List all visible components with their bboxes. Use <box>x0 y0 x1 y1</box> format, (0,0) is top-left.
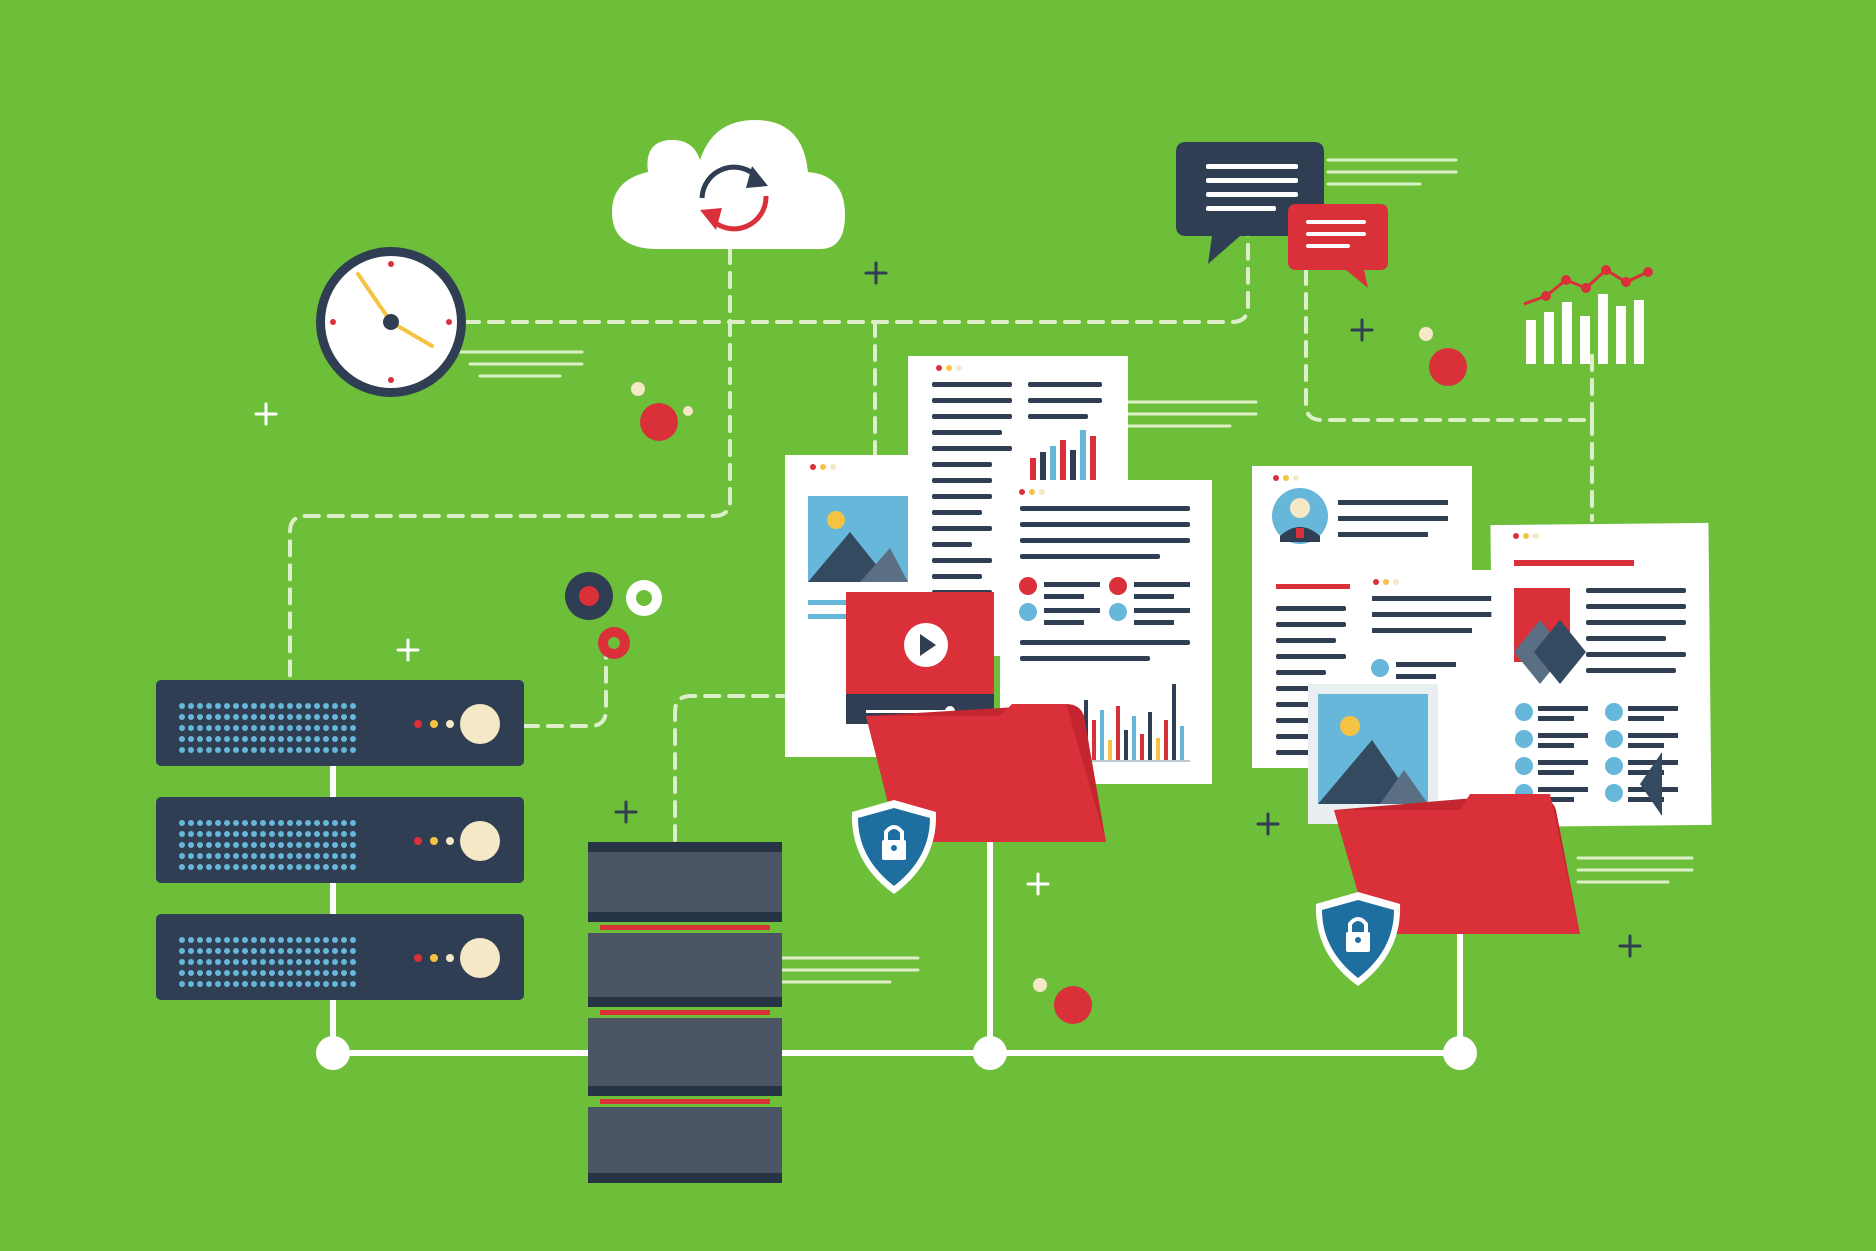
document-icon <box>785 356 1212 842</box>
server-rack-icon <box>156 680 524 1000</box>
lock-shield-icon <box>1315 892 1401 986</box>
document-icon <box>1252 466 1712 934</box>
server-unit <box>156 797 524 883</box>
database-server-icon <box>588 842 782 1183</box>
checklist <box>1019 577 1190 625</box>
cloud-sync-icon <box>612 120 845 249</box>
line-chart-icon <box>1523 265 1653 364</box>
server-unit <box>156 680 524 766</box>
server-unit <box>156 914 524 1000</box>
dashed-connectors <box>288 232 1594 842</box>
chat-bubble-icon <box>1176 142 1388 288</box>
decorative-dots <box>631 327 1467 1024</box>
lock-shield-icon <box>851 800 937 894</box>
decorative-speed-lines <box>458 158 1694 984</box>
gear-icon <box>565 572 662 659</box>
network-nodes <box>316 1036 1477 1070</box>
mini-bar-chart <box>1030 430 1096 480</box>
clock-icon <box>316 247 466 397</box>
user-avatar-icon <box>1272 488 1328 544</box>
